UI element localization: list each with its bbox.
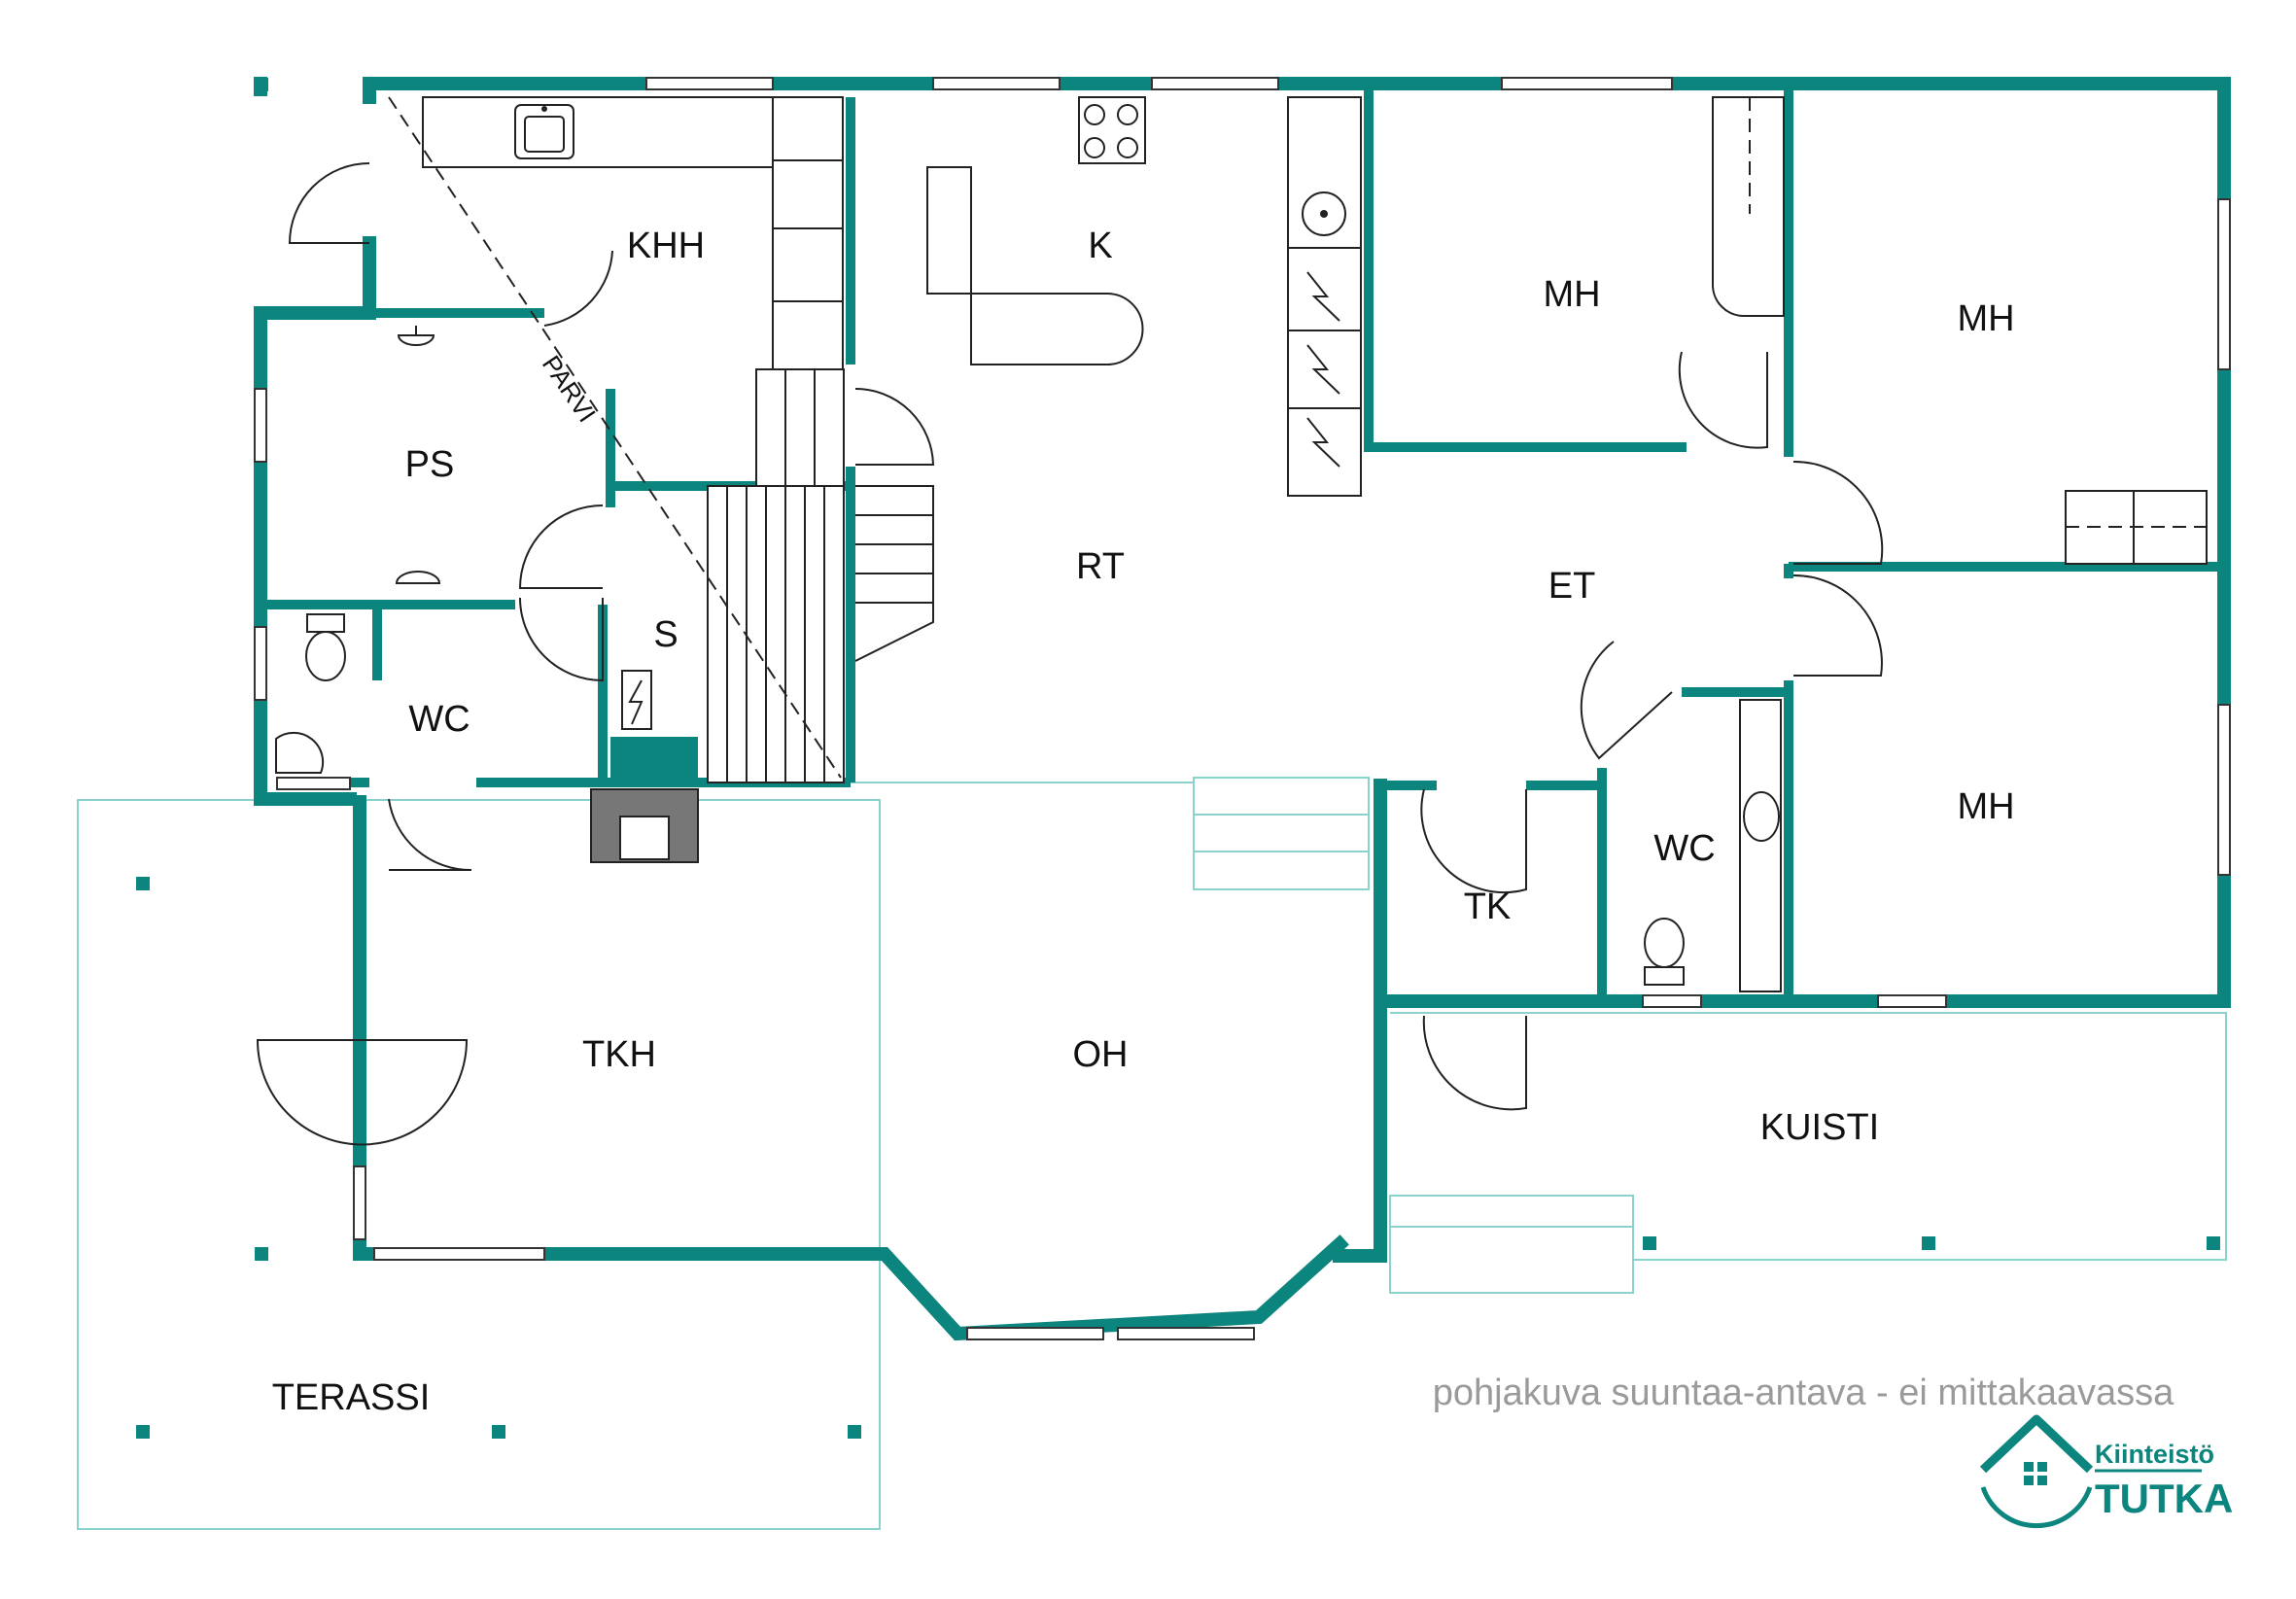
- exterior-walls: [254, 77, 2231, 1341]
- room-label-oh: OH: [1073, 1034, 1129, 1075]
- logo-text-bottom: TUTKA: [2095, 1476, 2233, 1521]
- toilet-icon-2: [1644, 918, 1685, 986]
- room-label-tk: TK: [1464, 886, 1512, 927]
- electric-outlet-icons: [1306, 271, 1340, 468]
- room-label-mh-1: MH: [1543, 274, 1600, 315]
- room-label-mh-2: MH: [1957, 298, 2014, 339]
- room-label-s: S: [653, 614, 678, 655]
- disclaimer-text: pohjakuva suuntaa-antava - ei mittakaava…: [1433, 1373, 2174, 1413]
- room-label-wc-1: WC: [408, 699, 470, 740]
- stairs: [388, 96, 934, 783]
- toilet-icon: [305, 613, 346, 681]
- room-label-rt: RT: [1076, 546, 1125, 587]
- house-logo-icon: [1979, 1414, 2094, 1529]
- room-label-k: K: [1088, 226, 1112, 266]
- room-label-wc-2: WC: [1653, 828, 1715, 869]
- parvi-label: PARVI: [537, 350, 602, 427]
- logo-text-top: Kiinteistö: [2095, 1440, 2214, 1469]
- terrace-outline: [77, 799, 881, 1530]
- kitchen-sink-icon: [1302, 191, 1346, 236]
- room-label-terassi: TERASSI: [272, 1377, 431, 1418]
- porch-outline: [1389, 1012, 2227, 1294]
- sink-icon: [514, 104, 574, 159]
- shower-icon: [397, 326, 435, 346]
- interior-walls: [261, 84, 2224, 1006]
- wc-sink-icon: [275, 731, 325, 774]
- windows: [254, 77, 2231, 1340]
- entrance-steps: [851, 777, 1370, 890]
- room-label-ps: PS: [405, 444, 455, 485]
- room-label-tkh: TKH: [582, 1034, 656, 1075]
- washbasin-icon: [395, 571, 441, 584]
- room-label-khh: KHH: [627, 226, 705, 266]
- fireplace-icon: [590, 788, 699, 863]
- room-label-mh-3: MH: [1957, 786, 2014, 827]
- room-label-et: ET: [1548, 566, 1596, 607]
- electric-panel-icon: [610, 670, 698, 785]
- wc-counter: [1739, 699, 1782, 992]
- stove-icon: [1078, 96, 1146, 164]
- room-label-kuisti: KUISTI: [1760, 1107, 1879, 1148]
- kitchen-counters: [422, 96, 2208, 565]
- doors: [256, 162, 1884, 1146]
- posts: [136, 78, 2220, 1439]
